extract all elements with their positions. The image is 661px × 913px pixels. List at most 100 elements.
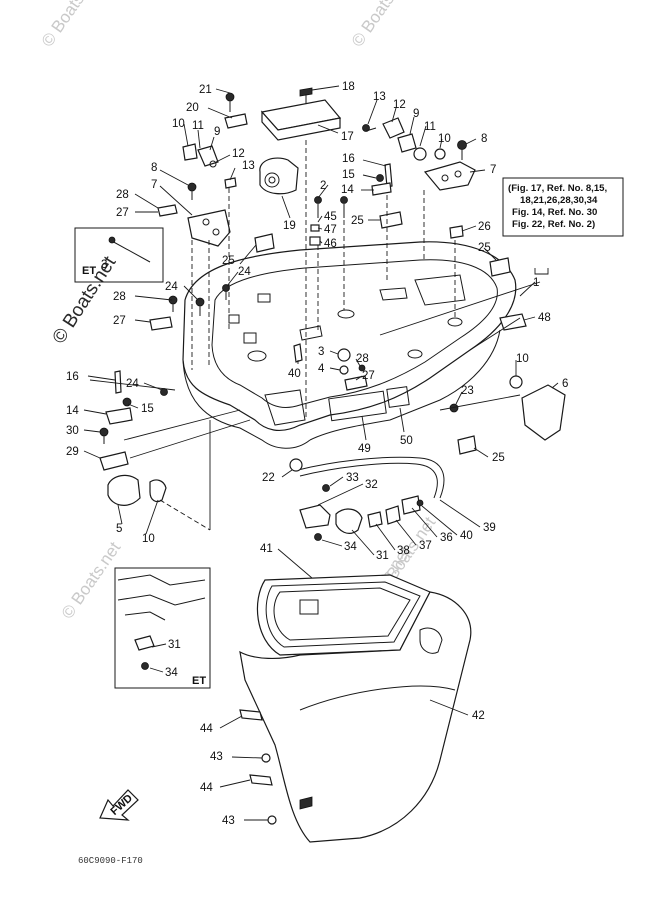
callout-4: 4 — [318, 363, 325, 375]
bottom-cowling — [182, 241, 517, 449]
callout-48: 48 — [538, 312, 551, 324]
callout-10: 10 — [438, 133, 451, 145]
callout-9: 9 — [413, 108, 419, 120]
callout-8: 8 — [151, 162, 157, 174]
callout-25: 25 — [478, 242, 491, 254]
side-fasteners — [239, 709, 277, 825]
callout-25: 25 — [492, 452, 505, 464]
callout-38: 38 — [397, 545, 410, 557]
callout-45: 45 — [324, 211, 337, 223]
callout-30: 30 — [66, 425, 79, 437]
inset-bottom: ET — [114, 567, 211, 689]
callout-34: 34 — [344, 541, 357, 553]
callout-24: 24 — [238, 266, 251, 278]
inset-top: ET — [74, 227, 164, 283]
callout-3: 3 — [101, 259, 107, 271]
callout-43: 43 — [210, 751, 223, 763]
callout-28: 28 — [356, 353, 369, 365]
callout-19: 19 — [283, 220, 296, 232]
callouts: 21 20 18 17 13 12 9 11 10 8 7 16 15 14 1… — [66, 81, 568, 827]
reference-note-frame — [502, 177, 624, 237]
inset-top-frame — [74, 227, 164, 283]
callout-7: 7 — [151, 179, 157, 191]
reference-note: (Fig. 17, Ref. No. 8,15, 18,21,26,28,30,… — [502, 177, 624, 237]
callout-5: 5 — [116, 523, 122, 535]
callout-44: 44 — [200, 723, 213, 735]
callout-6: 6 — [562, 378, 568, 390]
callout-14: 14 — [341, 184, 354, 196]
note-line: (Fig. 17, Ref. No. 8,15, — [508, 183, 607, 194]
callout-43: 43 — [222, 815, 235, 827]
callout-50: 50 — [400, 435, 413, 447]
right-hardware — [293, 117, 566, 455]
callout-31: 31 — [376, 550, 389, 562]
diagram-code: 60C9090-F170 — [78, 856, 143, 866]
note-line: Fig. 14, Ref. No. 30 — [512, 207, 597, 218]
callout-27: 27 — [362, 370, 375, 382]
callout-44: 44 — [200, 782, 213, 794]
callout-24: 24 — [126, 378, 139, 390]
callout-25: 25 — [222, 255, 235, 267]
callout-27: 27 — [113, 315, 126, 327]
callout-13: 13 — [242, 160, 255, 172]
callout-26: 26 — [478, 221, 491, 233]
inset-bottom-label: ET — [192, 675, 206, 687]
callout-25: 25 — [351, 215, 364, 227]
leader-lines — [83, 85, 559, 821]
callout-31: 31 — [168, 639, 181, 651]
callout-41: 41 — [260, 543, 273, 555]
callout-10: 10 — [172, 118, 185, 130]
callout-21: 21 — [199, 84, 212, 96]
callout-7: 7 — [490, 164, 496, 176]
callout-11: 11 — [192, 120, 204, 132]
callout-16: 16 — [66, 371, 79, 383]
callout-33: 33 — [346, 472, 359, 484]
hose-assembly — [289, 456, 445, 541]
callout-49: 49 — [358, 443, 371, 455]
callout-12: 12 — [232, 148, 245, 160]
callout-29: 29 — [66, 446, 79, 458]
callout-10: 10 — [516, 353, 529, 365]
callout-28: 28 — [113, 291, 126, 303]
callout-13: 13 — [373, 91, 386, 103]
callout-32: 32 — [365, 479, 378, 491]
callout-9: 9 — [214, 126, 220, 138]
callout-20: 20 — [186, 102, 199, 114]
callout-22: 22 — [262, 472, 275, 484]
callout-36: 36 — [440, 532, 453, 544]
callout-47: 47 — [324, 224, 337, 236]
callout-11: 11 — [424, 121, 436, 133]
callout-12: 12 — [393, 99, 406, 111]
callout-37: 37 — [419, 540, 432, 552]
callout-23: 23 — [461, 385, 474, 397]
callout-15: 15 — [342, 169, 355, 181]
callout-16: 16 — [342, 153, 355, 165]
inset-top-label: ET — [82, 265, 96, 277]
callout-18: 18 — [342, 81, 355, 93]
left-hardware — [99, 92, 299, 506]
callout-34: 34 — [165, 667, 178, 679]
note-line: 18,21,26,28,30,34 — [520, 195, 598, 206]
fwd-arrow: FWD — [99, 789, 139, 821]
callout-24: 24 — [165, 281, 178, 293]
top-cowling — [239, 574, 472, 843]
callout-2: 2 — [320, 180, 326, 192]
callout-40: 40 — [460, 530, 473, 542]
callout-3: 3 — [318, 346, 324, 358]
watermark: © Boats.net — [348, 0, 415, 50]
watermark: © Boats.net — [38, 0, 105, 50]
callout-1: 1 — [533, 277, 539, 289]
callout-14: 14 — [66, 405, 79, 417]
callout-42: 42 — [472, 710, 485, 722]
callout-8: 8 — [481, 133, 487, 145]
callout-15: 15 — [141, 403, 154, 415]
callout-40: 40 — [288, 368, 301, 380]
inset-bottom-frame — [114, 567, 211, 689]
note-line: Fig. 22, Ref. No. 2) — [512, 219, 595, 230]
callout-17: 17 — [341, 131, 354, 143]
upper-bracket — [260, 87, 342, 141]
callout-27: 27 — [116, 207, 129, 219]
callout-39: 39 — [483, 522, 496, 534]
callout-10: 10 — [142, 533, 155, 545]
